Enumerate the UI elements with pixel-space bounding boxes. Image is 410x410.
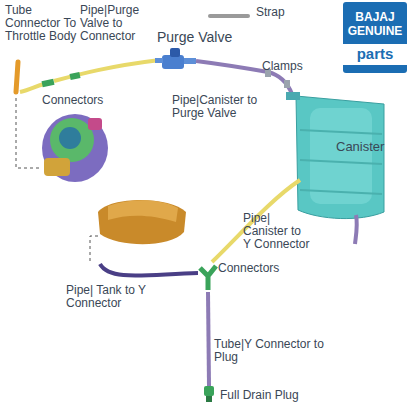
tube-connector <box>16 62 18 92</box>
pipe <box>355 215 357 244</box>
part-label: Purge Valve <box>157 30 247 45</box>
brand-logo: BAJAJ GENUINEparts <box>343 2 407 73</box>
clamp-part <box>284 80 290 88</box>
brand-name: BAJAJ GENUINE <box>343 2 407 42</box>
strap-part <box>208 14 250 18</box>
pipe <box>100 264 198 276</box>
dashed-link <box>16 98 40 168</box>
part-label: Full Drain Plug <box>220 389 330 402</box>
part-label: Clamps <box>262 60 322 73</box>
part-label: Tube Connector To Throttle Body <box>5 4 77 43</box>
part-label: Tube|Y Connector to Plug <box>214 338 336 364</box>
pipe <box>54 60 160 81</box>
purge-valve <box>155 48 196 69</box>
throttle-body <box>42 114 108 182</box>
connector-part <box>69 72 80 80</box>
connector-part <box>42 79 55 87</box>
part-label: Strap <box>256 6 296 19</box>
fuel-tank <box>98 200 186 244</box>
pipe <box>208 292 209 386</box>
brand-tag: parts <box>343 44 407 65</box>
part-label: Canister <box>336 140 406 154</box>
y-connector <box>200 266 216 290</box>
part-label: Pipe| Canister to Y Connector <box>243 212 311 251</box>
part-label: Pipe|Canister to Purge Valve <box>172 94 272 120</box>
dashed-link <box>90 236 98 262</box>
pipe <box>20 84 44 92</box>
drain-plug <box>204 386 214 402</box>
part-label: Pipe| Tank to Y Connector <box>66 284 150 310</box>
part-label: Connectors <box>42 94 122 107</box>
canister <box>286 92 384 219</box>
part-label: Connectors <box>218 262 298 275</box>
part-label: Pipe|Purge Valve to Connector <box>80 4 146 43</box>
